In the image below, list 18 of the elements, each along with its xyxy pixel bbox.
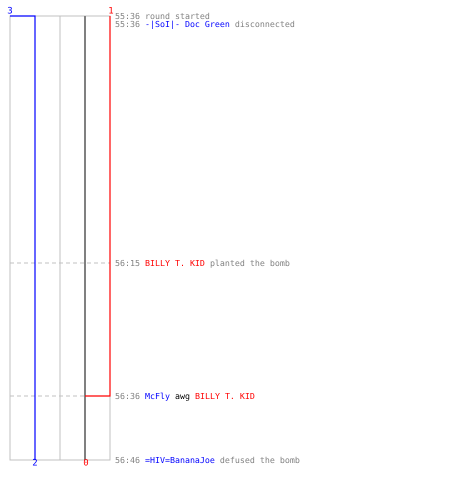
timestamp: 56:15 [115,258,140,268]
player-count: 1 [108,8,114,16]
timestamp: 55:36 [115,19,140,29]
event-text: planted the bomb [210,258,290,268]
event-text: defused the bomb [220,455,300,465]
player-name: McFly [144,391,170,401]
player-name: BILLY T. KID [144,258,205,268]
player-name: BILLY T. KID [194,391,255,401]
timestamp: 56:46 [115,455,140,465]
player-name: -|SoI|- Doc Green [144,19,230,29]
timestamp: 55:36 [115,11,140,21]
event-text: disconnected [234,19,295,29]
player-count: 3 [7,8,13,16]
timestamp: 56:36 [115,391,140,401]
player-name: =HIV=BananaJoe [144,455,215,465]
weapon-name: awg [174,391,190,401]
player-count: 0 [83,460,89,468]
event-text: round started [144,11,210,21]
